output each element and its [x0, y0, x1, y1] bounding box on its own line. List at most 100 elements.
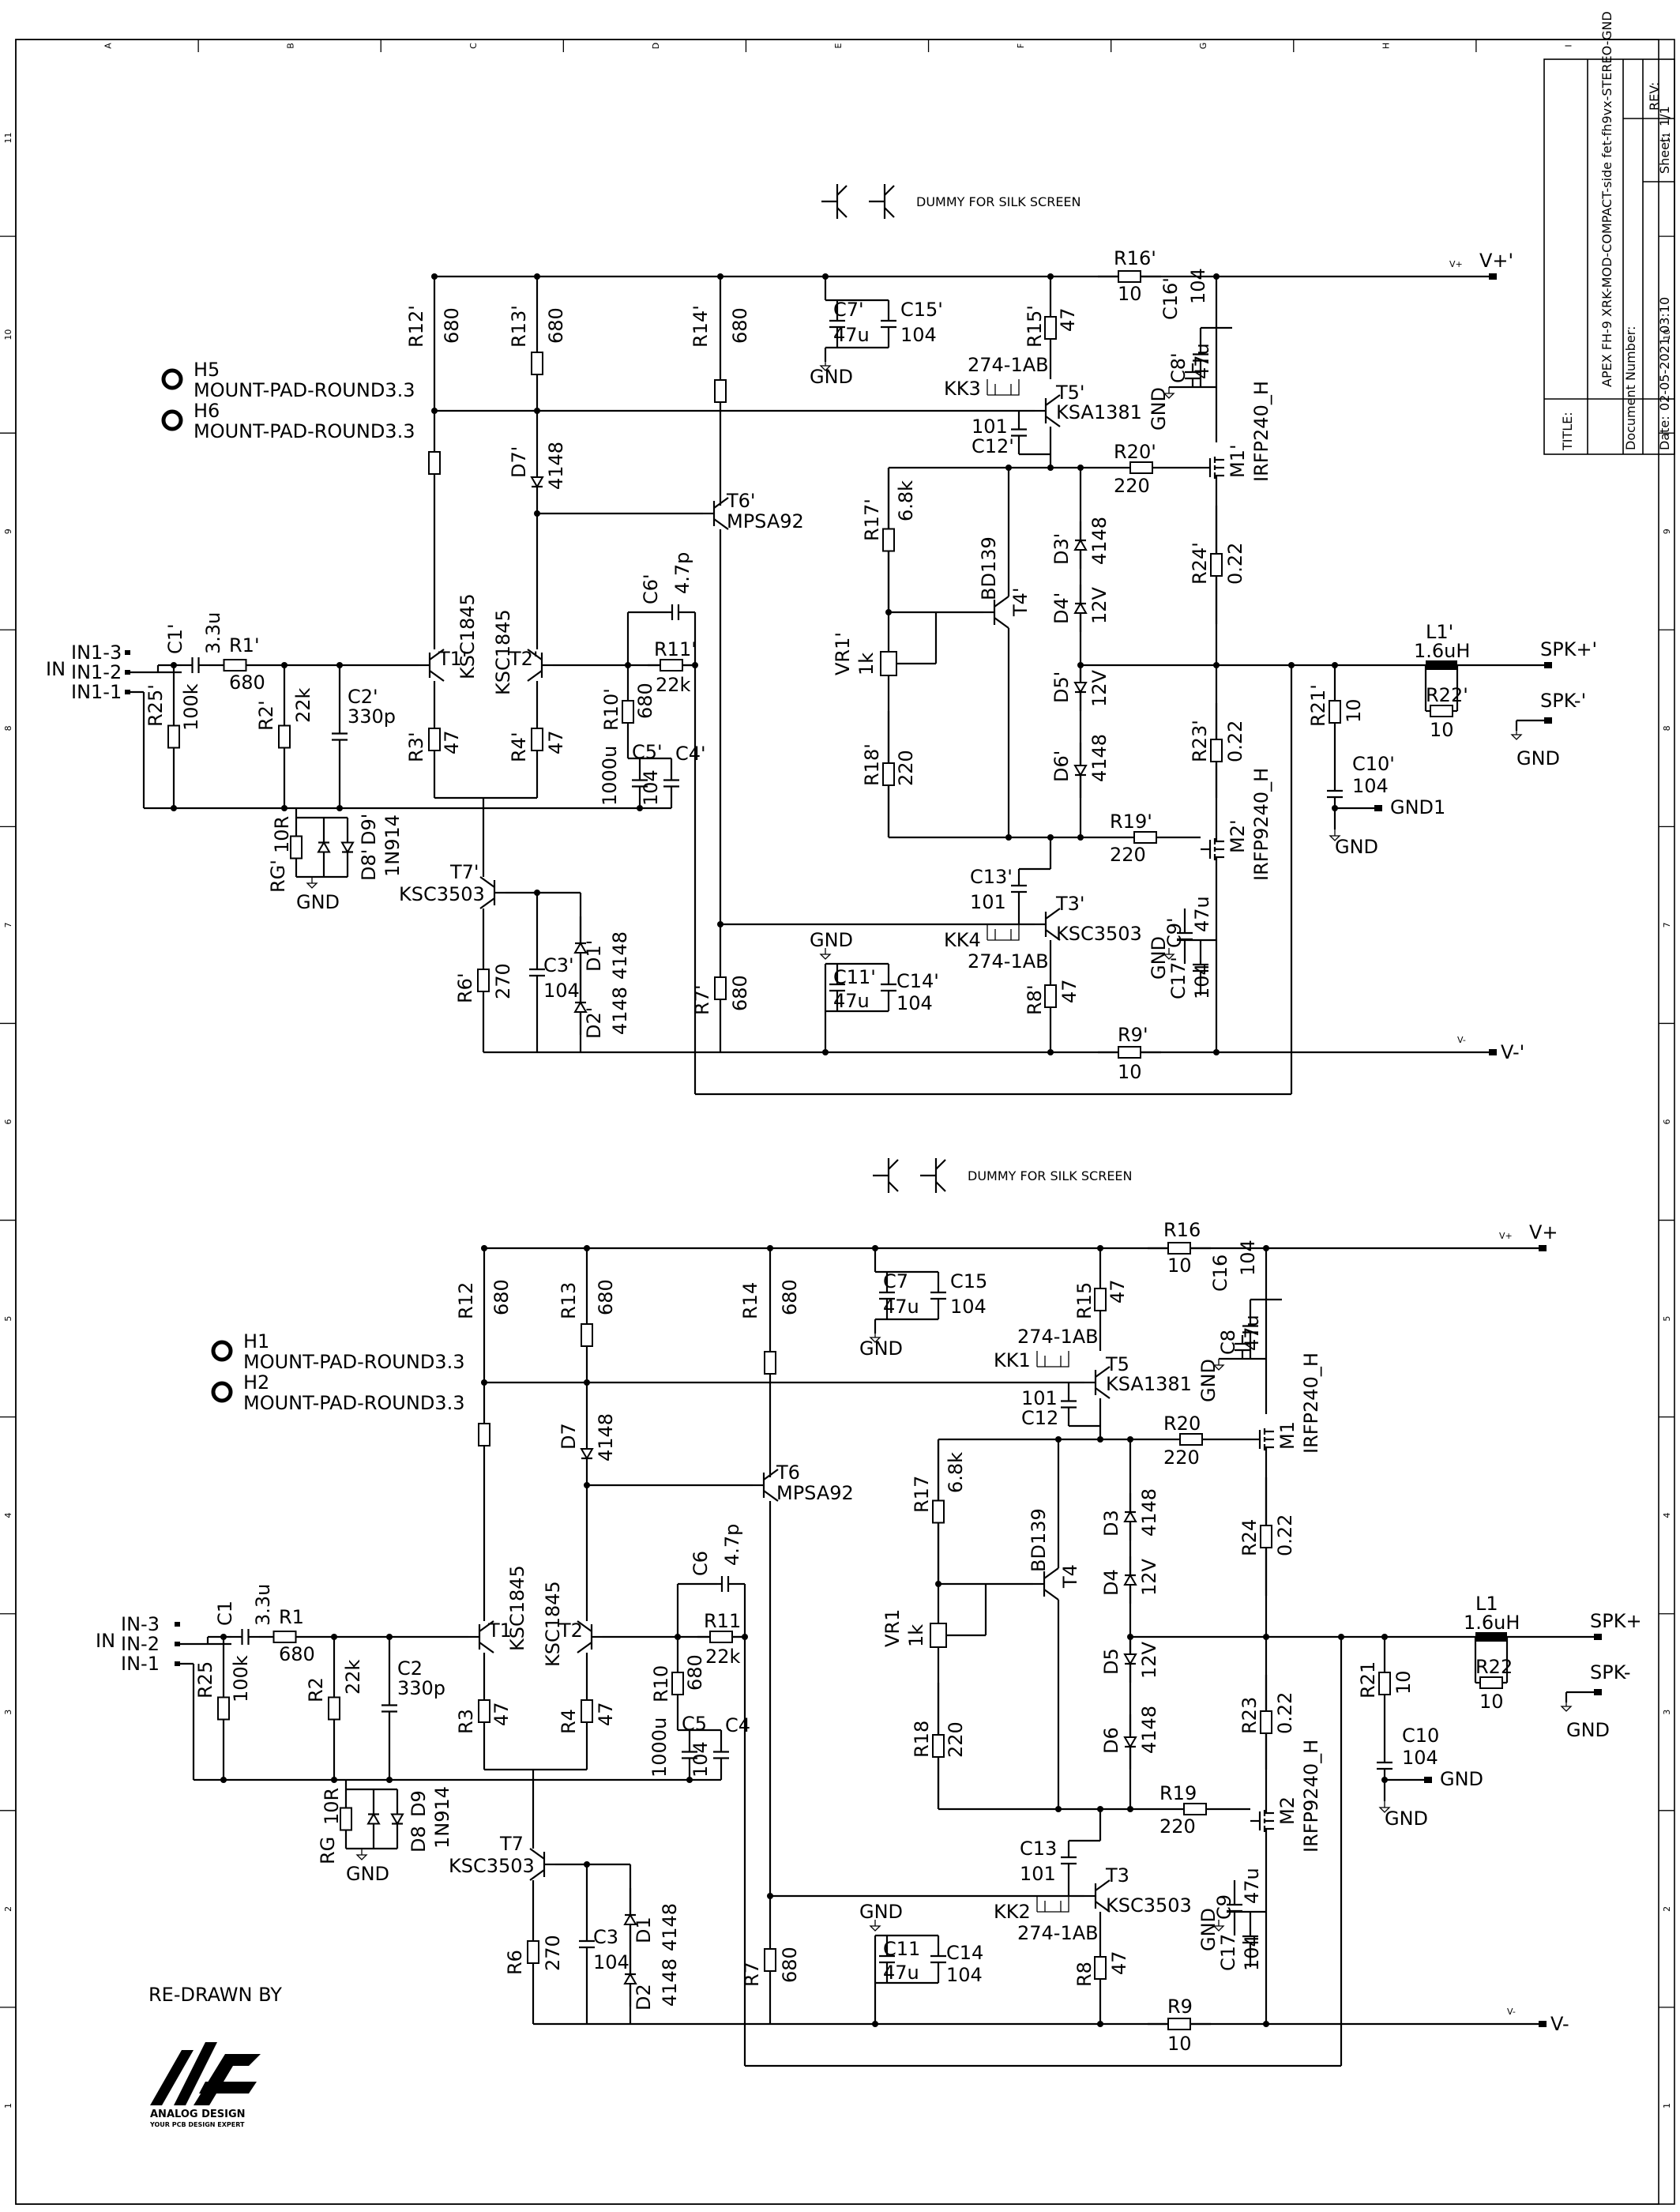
d4-value: 12V — [1088, 586, 1111, 624]
junction-dot — [1077, 465, 1084, 471]
t3-transistor-icon — [1084, 1879, 1111, 1913]
t2-value: KSC1845 — [542, 1581, 564, 1667]
c4-capacitor — [682, 1751, 697, 1759]
l1-inductor-icon — [1475, 1632, 1507, 1642]
junction-dot — [1127, 1806, 1133, 1812]
r14-ref: R14' — [690, 305, 712, 348]
r7-value: 680 — [729, 975, 751, 1011]
mount-pad-icon — [161, 368, 183, 390]
r13-value: 680 — [595, 1279, 617, 1315]
d9-diode — [390, 1813, 404, 1826]
r22-value: 10 — [1430, 719, 1454, 741]
c13-capacitor — [1061, 1856, 1077, 1865]
t5-ref: T5 — [1105, 1353, 1129, 1375]
r8-value: 47 — [1058, 979, 1081, 1003]
t6-value: MPSA92 — [776, 1482, 854, 1504]
c8-ref: C8' — [1167, 352, 1190, 383]
ground-triangle — [1378, 1807, 1391, 1813]
r12-ref: R12 — [455, 1282, 477, 1319]
r19-ref: R19' — [1110, 811, 1152, 833]
r16-resistor — [1118, 270, 1141, 283]
column-marker: F — [1016, 43, 1026, 48]
r16-ref: R16 — [1163, 1219, 1201, 1241]
r24-ref: R24' — [1189, 542, 1211, 585]
input-pin-terminal — [125, 690, 130, 694]
kk-ref: KK2 — [994, 1901, 1031, 1923]
mount-pad-value: MOUNT-PAD-ROUND3.3 — [194, 420, 415, 442]
r24-value: 0.22 — [1274, 1514, 1296, 1556]
r18-ref: R18 — [911, 1721, 933, 1758]
d7-ref: D7 — [558, 1423, 580, 1450]
r11-value: 22k — [705, 1646, 741, 1668]
junction-dot — [386, 1777, 393, 1783]
title-text: APEX FH-9 XRK-MOD-COMPACT-side fet-fh9vx… — [1599, 11, 1614, 387]
row-marker: 1 — [1662, 2103, 1672, 2109]
d1-diode — [573, 942, 588, 954]
t7-transistor-icon — [479, 876, 506, 909]
t5-value: KSA1381 — [1056, 401, 1142, 423]
r25-ref: R25 — [194, 1661, 216, 1698]
ground-triangle — [1212, 1364, 1225, 1371]
gnd1-label: GND — [1440, 1768, 1483, 1790]
credit-block: RE-DRAWN BY ANALOG DESIGN YOUR PCB DESIG… — [148, 1984, 282, 2128]
ground-triangle — [1560, 1706, 1573, 1712]
c6-ref: C6 — [690, 1551, 712, 1576]
c10-value: 104 — [1352, 775, 1389, 797]
r7-value: 680 — [779, 1947, 801, 1983]
r12-resistor — [478, 1423, 490, 1446]
c1-value: 3.3u — [202, 612, 224, 654]
r14-ref: R14 — [739, 1282, 761, 1319]
r9-resistor — [1118, 1046, 1141, 1059]
gnd-label: GND — [296, 891, 340, 913]
terminal-vplus — [1489, 273, 1497, 280]
diode-body — [1123, 1510, 1137, 1522]
wire — [577, 1620, 592, 1632]
row-marker: 10 — [3, 329, 13, 340]
ground-triangle — [819, 954, 832, 960]
t6-value: MPSA92 — [727, 510, 804, 532]
d3-diode — [1123, 1510, 1137, 1522]
rev-label: REV: — [1647, 82, 1662, 111]
c17-ref: C17' — [1167, 957, 1190, 999]
title-block: TITLE: APEX FH-9 XRK-MOD-COMPACT-side fe… — [1543, 11, 1675, 455]
terminal-spk-plus — [1594, 1634, 1602, 1640]
r3-ref: R3 — [455, 1709, 477, 1734]
junction-dot — [331, 1777, 337, 1783]
r17-ref: R17' — [861, 498, 883, 541]
wire — [1045, 929, 1061, 941]
l1-value: 1.6uH — [1464, 1612, 1520, 1634]
c4-ref: C4' — [675, 743, 706, 765]
docnum-label: Document Number: — [1623, 326, 1638, 450]
gnd-label: GND — [810, 366, 853, 388]
r16-value: 10 — [1118, 283, 1142, 305]
diode-body — [580, 1448, 594, 1460]
ground-triangle — [819, 365, 832, 371]
t3-ref: T3 — [1105, 1864, 1129, 1887]
t7-value: KSC3503 — [449, 1855, 535, 1877]
wire — [713, 497, 729, 509]
gnd-label: GND — [859, 1901, 903, 1923]
spk-minus-label: SPK- — [1590, 1661, 1631, 1683]
d2-value: 4148 — [609, 987, 631, 1035]
d2-diode — [573, 1001, 588, 1013]
ground-triangle — [355, 1854, 368, 1860]
c5-ref: C5 — [682, 1713, 707, 1735]
row-marker: 11 — [1662, 133, 1672, 144]
diode-body — [1123, 1653, 1137, 1665]
c3-capacitor — [579, 1939, 595, 1949]
c15-ref: C15 — [950, 1270, 987, 1292]
junction-dot — [281, 805, 288, 811]
r1-resistor — [272, 1631, 297, 1643]
t7-transistor-icon — [529, 1848, 555, 1881]
c9-capacitor — [1227, 1903, 1242, 1913]
terminal-gnd1 — [1374, 805, 1382, 811]
r15-resistor — [1094, 1288, 1107, 1311]
c9-value: 47u — [1241, 1868, 1263, 1904]
t1-transistor-icon — [468, 1620, 494, 1653]
terminal-vminus — [1489, 1049, 1497, 1055]
c7-value: 47u — [883, 1296, 919, 1318]
d1-ref: D1 — [633, 1917, 655, 1943]
r24-ref: R24 — [1238, 1519, 1261, 1556]
